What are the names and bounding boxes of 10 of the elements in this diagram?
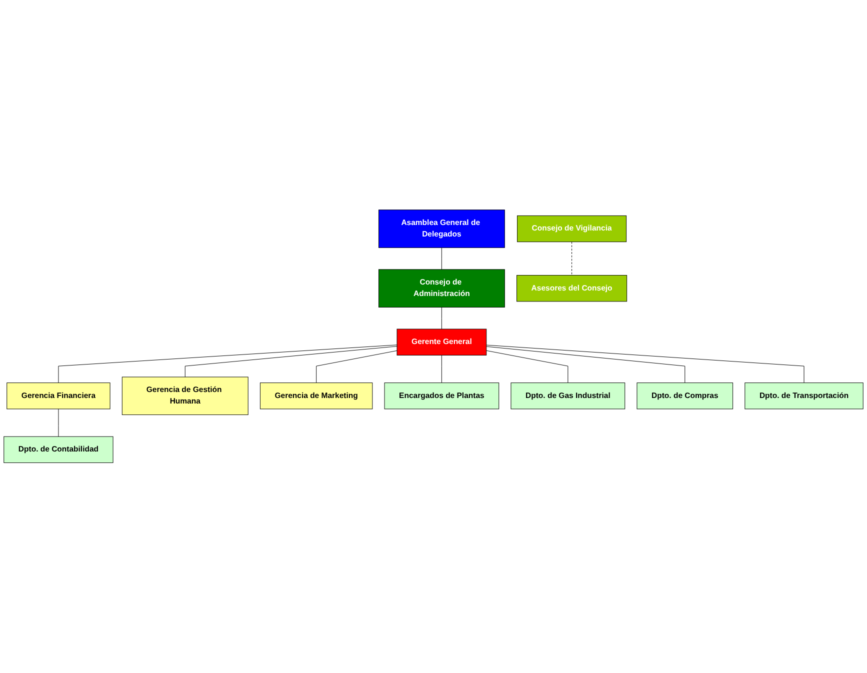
connector <box>441 307 442 330</box>
connector <box>58 408 59 437</box>
connector <box>184 346 398 378</box>
connector <box>441 355 442 384</box>
connector <box>486 345 804 384</box>
connector <box>486 346 686 384</box>
connector <box>58 344 398 384</box>
connector <box>441 248 442 270</box>
connector <box>486 350 568 384</box>
connector <box>316 350 398 384</box>
